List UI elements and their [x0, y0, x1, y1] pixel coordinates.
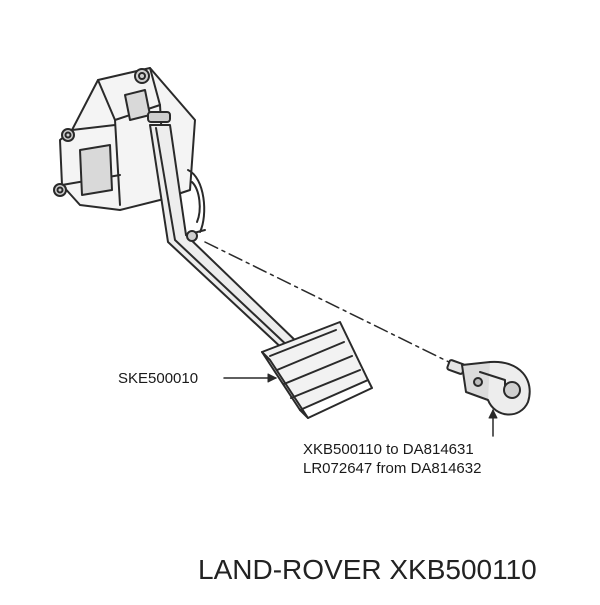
pedal-pad-part-number: SKE500010	[118, 370, 199, 387]
switch-part-number-line-2: LR072647 from DA814632	[303, 460, 482, 477]
brake-switch	[446, 359, 531, 416]
switch-part-number-line-1: XKB500110 to DA814631	[303, 441, 474, 458]
bracket-bolts	[53, 68, 171, 197]
leader-arrow-pedal	[267, 373, 277, 383]
pedal-pad	[261, 321, 373, 419]
leader-arrow-switch	[488, 409, 498, 419]
return-spring	[187, 169, 206, 233]
pedal-arm	[149, 124, 301, 353]
alignment-line	[204, 241, 456, 366]
footer-title: LAND-ROVER XKB500110	[198, 554, 537, 585]
